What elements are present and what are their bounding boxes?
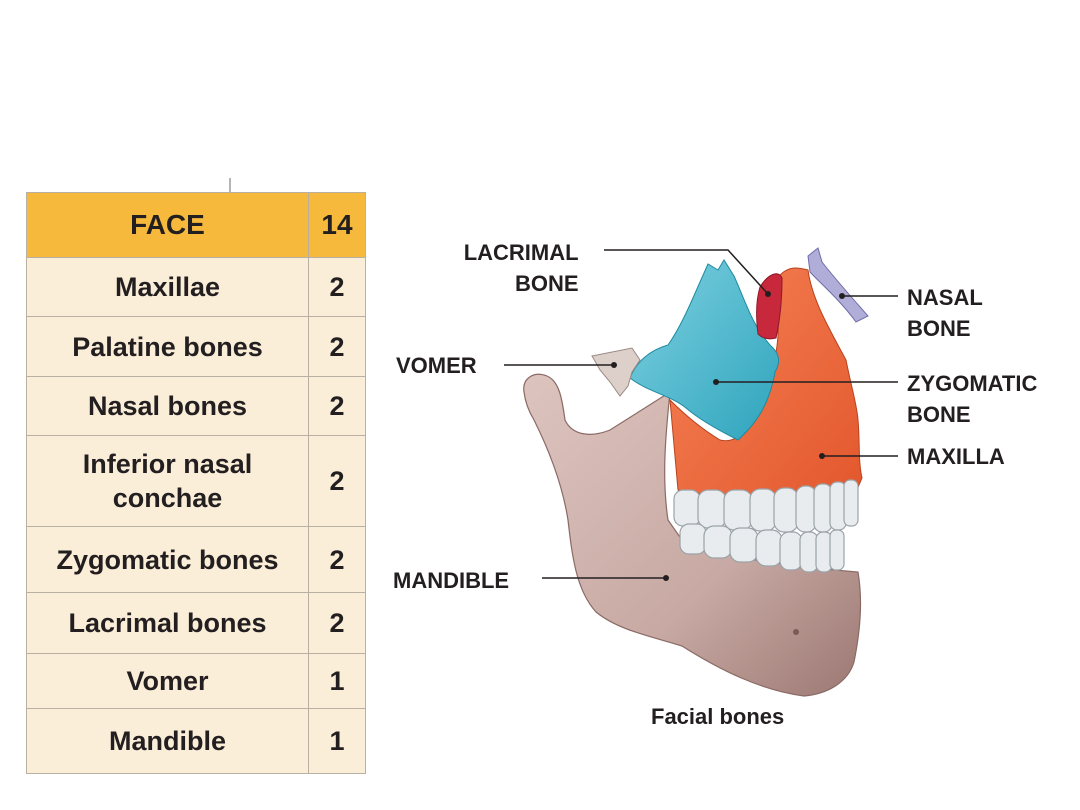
nasal-label-line2: BONE bbox=[907, 316, 971, 341]
table-row: Vomer 1 bbox=[26, 653, 366, 709]
bone-count: 2 bbox=[308, 376, 366, 436]
leader-lines bbox=[504, 249, 898, 579]
maxilla-label: MAXILLA bbox=[907, 444, 1005, 469]
bone-count: 1 bbox=[308, 708, 366, 774]
lacrimal-leader bbox=[604, 249, 769, 295]
table-header-row: FACE 14 bbox=[26, 192, 366, 258]
table-row: Maxillae 2 bbox=[26, 257, 366, 317]
maxilla-dot bbox=[819, 453, 825, 459]
facial-bones-table: FACE 14 Maxillae 2 Palatine bones 2 Nasa… bbox=[26, 192, 366, 774]
bone-name: Maxillae bbox=[26, 257, 309, 317]
table-row: Inferior nasal conchae 2 bbox=[26, 435, 366, 527]
lacrimal-dot bbox=[765, 291, 771, 297]
bone-count: 2 bbox=[308, 316, 366, 377]
leader-dots bbox=[611, 291, 845, 581]
bone-name: Vomer bbox=[26, 653, 309, 709]
bone-name: Mandible bbox=[26, 708, 309, 774]
lacrimal-label-line1: LACRIMAL bbox=[463, 240, 579, 265]
mandible-bone bbox=[523, 373, 862, 697]
mandible-dot bbox=[663, 575, 669, 581]
bone-count: 2 bbox=[308, 526, 366, 593]
bone-name: Inferior nasal conchae bbox=[26, 435, 309, 527]
vomer-dot bbox=[611, 362, 617, 368]
table-row: Zygomatic bones 2 bbox=[26, 526, 366, 593]
bone-count: 2 bbox=[308, 257, 366, 317]
nasal-dot bbox=[839, 293, 845, 299]
zygomatic-dot bbox=[713, 379, 719, 385]
bone-name: Lacrimal bones bbox=[26, 592, 309, 654]
zygomatic-label-line2: BONE bbox=[907, 402, 971, 427]
nasal-label-line1: NASAL bbox=[907, 285, 983, 310]
table-row: Mandible 1 bbox=[26, 708, 366, 774]
bone-count: 1 bbox=[308, 653, 366, 709]
table-row: Lacrimal bones 2 bbox=[26, 592, 366, 654]
teeth bbox=[673, 479, 859, 573]
mandible-label: MANDIBLE bbox=[393, 568, 510, 593]
mental-foramen bbox=[793, 629, 799, 635]
zygomatic-bone-label: ZYGOMATIC BONE bbox=[907, 368, 1037, 430]
lacrimal-bone bbox=[756, 273, 783, 340]
vomer-bone bbox=[591, 347, 641, 397]
table-row: Nasal bones 2 bbox=[26, 376, 366, 436]
nasal-bone-label: NASAL BONE bbox=[907, 282, 983, 344]
bone-count: 2 bbox=[308, 592, 366, 654]
nasal-bone bbox=[807, 247, 869, 323]
table-header-label: FACE bbox=[26, 192, 309, 258]
vomer-label: VOMER bbox=[396, 353, 477, 378]
diagram-caption: Facial bones bbox=[651, 704, 785, 729]
lacrimal-label-line2: BONE bbox=[515, 271, 579, 296]
zygomatic-label-line1: ZYGOMATIC bbox=[907, 371, 1038, 396]
bone-name: Zygomatic bones bbox=[26, 526, 309, 593]
divider-tick bbox=[229, 178, 231, 192]
table-row: Palatine bones 2 bbox=[26, 316, 366, 377]
bone-count: 2 bbox=[308, 435, 366, 527]
lacrimal-bone-label: LACRIMAL BONE bbox=[452, 237, 579, 299]
bone-name: Nasal bones bbox=[26, 376, 309, 436]
